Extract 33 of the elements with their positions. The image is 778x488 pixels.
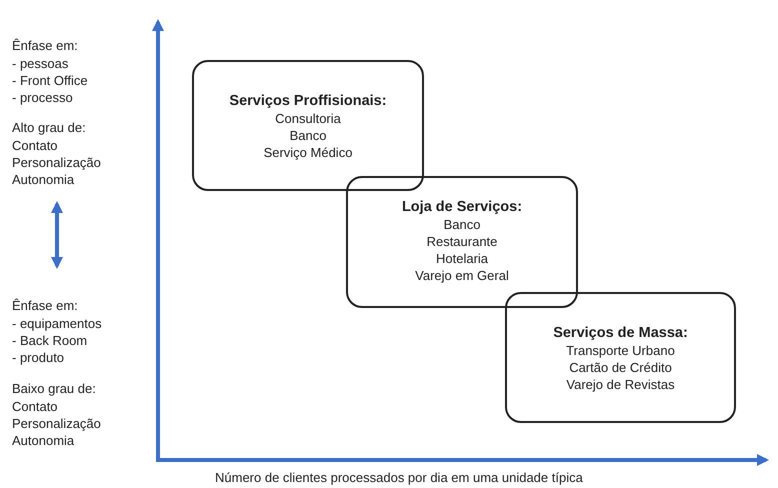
category-box xyxy=(505,292,736,423)
list-item: Transporte Urbano xyxy=(565,342,676,359)
side-note: Baixo grau de: xyxy=(12,381,96,396)
box-heading: Serviços de Massa: xyxy=(552,324,689,342)
side-note: Autonomia xyxy=(12,172,74,187)
side-note: Ênfase em: xyxy=(12,298,78,313)
side-note: - produto xyxy=(12,350,64,365)
list-item: Hotelaria xyxy=(434,250,490,267)
side-note: Ênfase em: xyxy=(12,38,78,53)
side-note: Autonomia xyxy=(12,433,74,448)
axis-title: Número de clientes processados por dia em uma unidade típica xyxy=(215,470,583,485)
side-note: - Back Room xyxy=(12,333,88,348)
side-note: Personalização xyxy=(12,155,101,170)
list-item: Serviço Médico xyxy=(262,144,354,161)
side-note: - Front Office xyxy=(12,73,88,88)
list-item: Restaurante xyxy=(426,233,498,250)
side-note: - equipamentos xyxy=(12,316,102,331)
side-note: - processo xyxy=(12,90,73,105)
list-item: Banco xyxy=(288,127,328,144)
side-note: Alto grau de: xyxy=(12,120,86,135)
box-heading: Loja de Serviços: xyxy=(400,198,524,216)
category-box xyxy=(192,60,424,191)
side-note: Contato xyxy=(12,138,58,153)
list-item: Varejo de Revistas xyxy=(565,376,676,393)
side-note: Personalização xyxy=(12,416,101,431)
list-item: Consultoria xyxy=(274,110,342,127)
side-note: Contato xyxy=(12,399,58,414)
box-heading: Serviços Proffisionais: xyxy=(228,92,388,110)
side-note: - pessoas xyxy=(12,56,68,71)
list-item: Cartão de Crédito xyxy=(568,359,673,376)
list-item: Banco xyxy=(442,216,482,233)
list-item: Varejo em Geral xyxy=(414,267,510,284)
category-box xyxy=(346,176,578,308)
